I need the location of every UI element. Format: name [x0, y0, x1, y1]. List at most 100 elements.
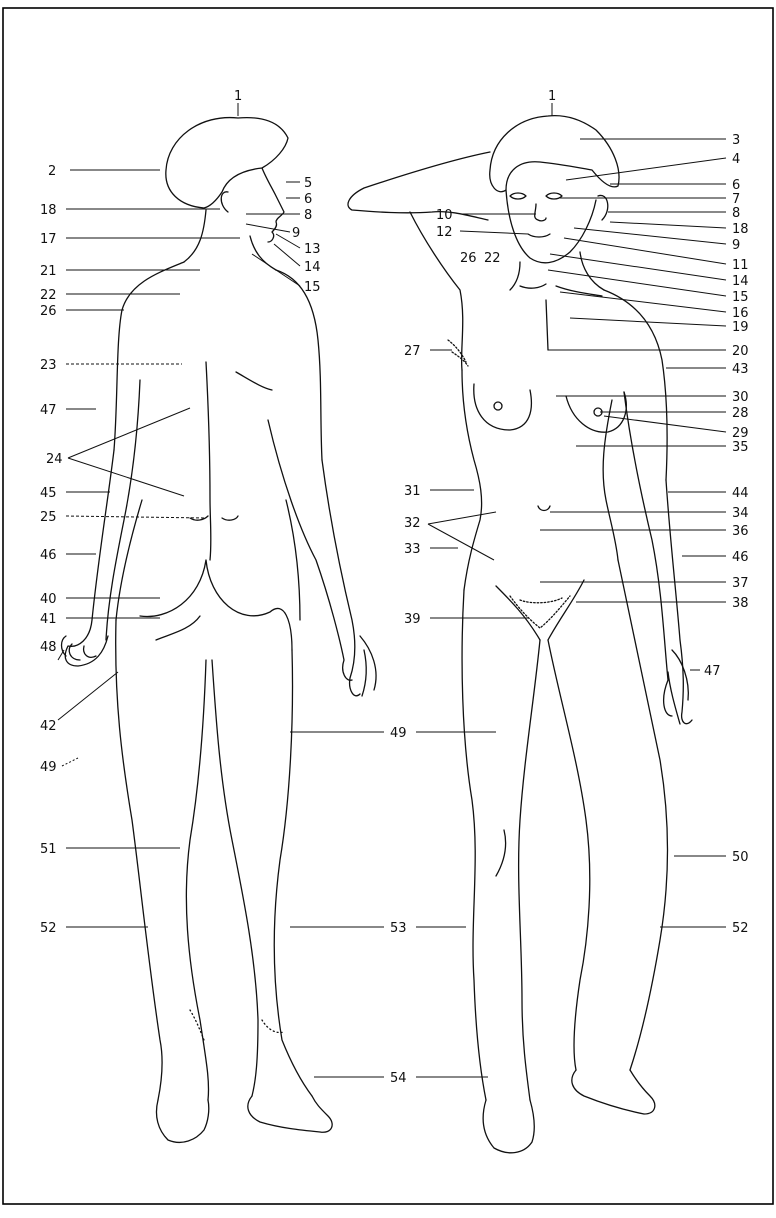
label-back-52: 52 — [40, 921, 57, 936]
label-front-46: 46 — [732, 550, 749, 565]
front-leg-right-inner — [548, 640, 590, 1070]
label-back-47: 47 — [40, 403, 57, 418]
label-back-5: 5 — [304, 176, 312, 191]
label-front-36: 36 — [732, 524, 749, 539]
label-back-23: 23 — [40, 358, 57, 373]
diagram-border — [3, 8, 773, 1204]
label-front-44: 44 — [732, 486, 749, 501]
front-knee-left — [496, 830, 506, 876]
label-back-21: 21 — [40, 264, 57, 279]
label-front-1: 1 — [548, 89, 556, 104]
front-arm-right-inner — [624, 392, 672, 716]
label-front-19: 19 — [732, 320, 749, 335]
back-face-profile — [262, 168, 284, 242]
label-back-17: 17 — [40, 232, 57, 247]
label-back-26: 26 — [40, 304, 57, 319]
label-back-49-mid: 49 — [390, 726, 407, 741]
front-leg-left-inner — [519, 640, 540, 1100]
back-shoulder-left — [114, 262, 184, 450]
front-figure — [348, 116, 692, 1153]
back-hand-right — [360, 636, 376, 696]
front-torso-left — [462, 370, 482, 590]
label-front-20: 20 — [732, 344, 749, 359]
front-leg-left-outer — [462, 590, 486, 1100]
back-spine — [206, 362, 211, 560]
label-front-32: 32 — [404, 516, 421, 531]
label-front-22: 22 — [484, 251, 501, 266]
label-back-9: 9 — [292, 226, 300, 241]
label-front-43: 43 — [732, 362, 749, 377]
back-neck-left — [184, 210, 206, 262]
label-back-1: 1 — [234, 89, 242, 104]
label-back-24: 24 — [46, 452, 63, 467]
front-nipple-left — [494, 402, 502, 410]
back-buttocks — [140, 560, 292, 650]
front-eye-right — [546, 193, 562, 199]
label-front-26: 26 — [460, 251, 477, 266]
back-shoulder-blade-right — [236, 372, 272, 390]
back-ear — [221, 192, 228, 212]
label-front-52: 52 — [732, 921, 749, 936]
front-waist-right — [603, 400, 618, 560]
front-arm-raised-outer — [348, 152, 490, 220]
front-hand-right — [668, 650, 688, 724]
front-breast-left — [474, 384, 532, 430]
label-front-27: 27 — [404, 344, 421, 359]
back-arm-left-inner — [106, 380, 140, 640]
label-front-10: 10 — [436, 208, 453, 223]
back-hair — [166, 118, 288, 208]
back-leg-left-outer — [116, 620, 162, 1100]
label-front-30: 30 — [732, 390, 749, 405]
label-front-31: 31 — [404, 484, 421, 499]
front-sternum — [546, 300, 548, 350]
back-hip-left — [116, 500, 142, 620]
label-front-12: 12 — [436, 225, 453, 240]
label-front-50: 50 — [732, 850, 749, 865]
back-shoulder-right — [276, 270, 322, 460]
label-back-40: 40 — [40, 592, 57, 607]
front-pubic-hair — [510, 596, 570, 628]
label-front-3: 3 — [732, 133, 740, 148]
front-ear — [598, 195, 608, 220]
label-back-13: 13 — [304, 242, 321, 257]
back-foot-left — [156, 1100, 208, 1142]
label-front-28: 28 — [732, 406, 749, 421]
label-front-9: 9 — [732, 238, 740, 253]
front-navel — [538, 506, 550, 511]
label-front-35: 35 — [732, 440, 749, 455]
label-back-49-left: 49 — [40, 760, 57, 775]
front-eye-left — [510, 193, 526, 199]
label-back-25: 25 — [40, 510, 57, 525]
back-leg-left-inner — [186, 660, 208, 1100]
front-neck-right — [580, 252, 604, 290]
label-front-15: 15 — [732, 290, 749, 305]
front-clavicle — [520, 284, 602, 296]
label-front-14: 14 — [732, 274, 749, 289]
label-front-34: 34 — [732, 506, 749, 521]
label-front-39: 39 — [404, 612, 421, 627]
front-hair — [490, 116, 619, 192]
label-front-38: 38 — [732, 596, 749, 611]
back-shading — [190, 1010, 284, 1040]
front-neck-left — [510, 262, 520, 290]
label-back-22: 22 — [40, 288, 57, 303]
label-back-8: 8 — [304, 208, 312, 223]
front-groin-left — [496, 586, 540, 640]
front-foot-left — [483, 1100, 534, 1153]
label-back-54: 54 — [390, 1071, 407, 1086]
label-front-7: 7 — [732, 192, 740, 207]
back-arm-right-inner — [268, 420, 352, 680]
label-back-15: 15 — [304, 280, 321, 295]
label-front-37: 37 — [732, 576, 749, 591]
front-leg-right-outer — [618, 560, 668, 1070]
label-front-11: 11 — [732, 258, 749, 273]
back-leg-right-outer — [274, 650, 312, 1096]
label-front-33: 33 — [404, 542, 421, 557]
front-groin-right — [548, 580, 584, 640]
label-front-16: 16 — [732, 306, 749, 321]
front-face — [506, 190, 596, 263]
label-back-45: 45 — [40, 486, 57, 501]
front-armpit-hair — [448, 340, 468, 366]
